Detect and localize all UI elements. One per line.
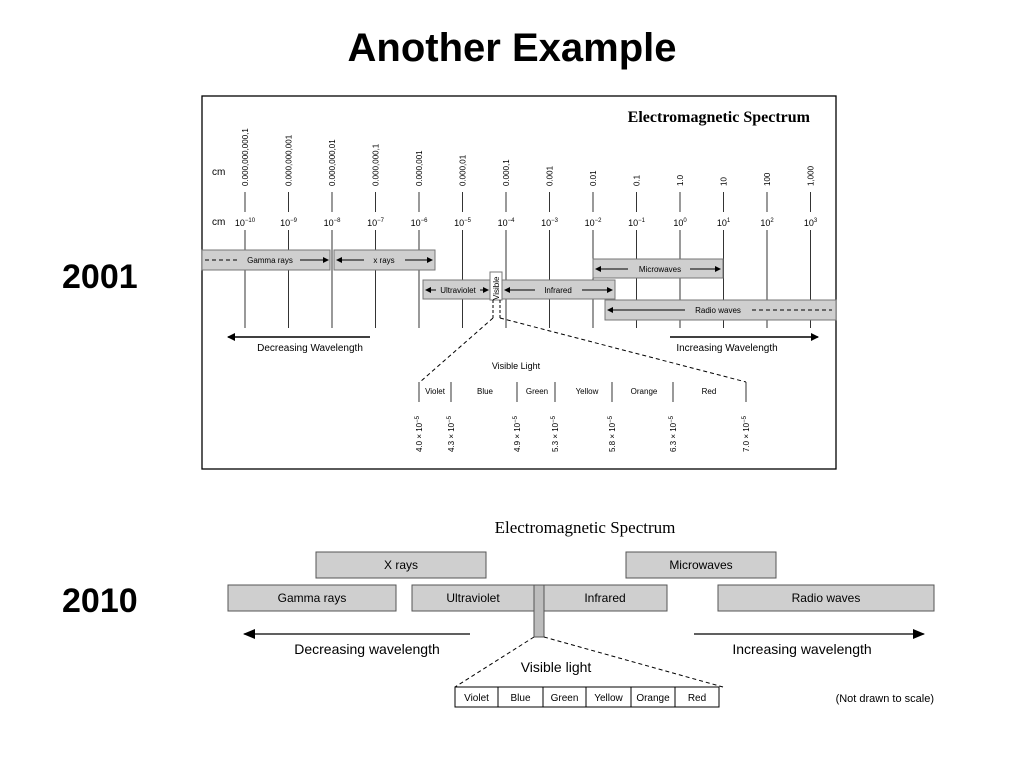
color-cell-label: Red xyxy=(688,693,706,704)
tick-decimal-label: 1.0 xyxy=(676,174,685,186)
color-band-label: Violet xyxy=(425,387,446,396)
wavelength-ticks: 0.000,000,000,1 10−10 0.000,000,001 10−9 0.0… xyxy=(235,128,818,328)
band-radio-2010 xyxy=(717,584,935,612)
tick-decimal-label: 100 xyxy=(763,172,772,186)
tick-power-label: 10−1 xyxy=(628,218,646,228)
tick-decimal-label: 0.000,01 xyxy=(459,154,468,186)
visible-zoom-line xyxy=(419,317,494,383)
visible-zoom-line-2010 xyxy=(543,636,724,688)
color-cell xyxy=(674,686,720,708)
band-gamma-2010 xyxy=(227,584,397,612)
color-cell-label: Yellow xyxy=(594,693,623,704)
tick-power-label: 101 xyxy=(717,218,731,228)
tick-decimal-label: 1,000 xyxy=(807,165,816,186)
color-boundary-value: 5.8 × 10−5 xyxy=(608,415,617,452)
band-micro-label: Microwaves xyxy=(639,265,681,274)
color-band-label: Yellow xyxy=(576,387,599,396)
slide-title: Another Example xyxy=(347,26,677,70)
visible-light-label: Visible Light xyxy=(492,361,541,371)
increasing-label: Increasing Wavelength xyxy=(676,343,777,354)
visible-zoom-line xyxy=(499,317,747,383)
band-x-rays-2010-label: X rays xyxy=(384,558,418,572)
tick-decimal-label: 0.001 xyxy=(546,165,555,186)
figure-title-2001: Electromagnetic Spectrum xyxy=(628,109,811,126)
unit-label-exponent: cm xyxy=(212,217,225,228)
tick-power-label: 10−4 xyxy=(498,218,516,228)
tick-power-label: 10−9 xyxy=(280,218,298,228)
tick-power-label: 10−5 xyxy=(454,218,472,228)
band-microwaves-2010 xyxy=(625,551,777,579)
tick-power-label: 10−7 xyxy=(367,218,385,228)
band-visible-2010 xyxy=(533,584,545,638)
color-cell-label: Blue xyxy=(510,693,530,704)
tick-power-label: 102 xyxy=(760,218,774,228)
band-xray-label: x rays xyxy=(373,256,394,265)
color-boundary-value: 4.9 × 10−5 xyxy=(513,415,522,452)
tick-power-label: 10−10 xyxy=(235,218,256,228)
tick-power-label: 10−3 xyxy=(541,218,559,228)
color-boundary-value: 6.3 × 10−5 xyxy=(669,415,678,452)
band-infrared xyxy=(501,279,616,300)
visible-zoom-line-2010 xyxy=(454,636,535,688)
color-band-label: Red xyxy=(702,387,717,396)
color-boundary-value: 4.0 × 10−5 xyxy=(415,415,424,452)
tick-decimal-label: 0.000,000,000,1 xyxy=(241,128,250,186)
color-cell-label: Orange xyxy=(636,693,670,704)
year-label-2001: 2001 xyxy=(62,258,138,296)
color-band-label: Green xyxy=(526,387,548,396)
color-boundary-value: 5.3 × 10−5 xyxy=(551,415,560,452)
tick-power-label: 10−6 xyxy=(411,218,429,228)
visible-color-table: Violet Blue Green Yellow Orange Red xyxy=(454,686,720,708)
visible-light-label-2010: Visible light xyxy=(521,659,592,675)
band-microwaves-2010-label: Microwaves xyxy=(669,558,732,572)
tick-power-label: 103 xyxy=(804,218,818,228)
band-ultraviolet-2010-label: Ultraviolet xyxy=(446,591,500,605)
figure-title-2010: Electromagnetic Spectrum xyxy=(495,518,676,537)
color-band-label: Orange xyxy=(631,387,658,396)
band-radio-2010-label: Radio waves xyxy=(792,591,861,605)
color-boundary-value: 4.3 × 10−5 xyxy=(447,415,456,452)
decreasing-label: Decreasing Wavelength xyxy=(257,343,363,354)
band-microwaves xyxy=(592,258,724,279)
unit-label-decimal: cm xyxy=(212,167,225,178)
tick-decimal-label: 10 xyxy=(720,177,729,186)
color-boundary-value: 7.0 × 10−5 xyxy=(742,415,751,452)
visible-color-bands: 4.0 × 10−5 4.3 × 10−5 4.9 × 10−5 5.3 × 10−5… xyxy=(415,382,751,452)
band-radio-waves xyxy=(604,299,837,321)
color-band-label: Blue xyxy=(477,387,494,396)
band-visible-label: Visible xyxy=(492,276,501,300)
color-cell-label: Green xyxy=(551,693,579,704)
tick-decimal-label: 0.01 xyxy=(589,170,598,186)
not-to-scale-note: (Not drawn to scale) xyxy=(836,693,934,705)
band-x-rays-2010 xyxy=(315,551,487,579)
increasing-label-2010: Increasing wavelength xyxy=(732,641,871,657)
band-gamma-2010-label: Gamma rays xyxy=(278,591,347,605)
spectrum-diagram-2010: Electromagnetic Spectrum X rays Microwav… xyxy=(227,518,935,708)
tick-decimal-label: 0.000,000,01 xyxy=(328,139,337,186)
tick-decimal-label: 0.000,001 xyxy=(415,150,424,186)
tick-power-label: 10−2 xyxy=(585,218,603,228)
band-radio-label: Radio waves xyxy=(695,306,741,315)
figure-frame-2001 xyxy=(201,95,837,470)
band-gamma-rays xyxy=(201,249,331,271)
spectrum-diagram-2001: Electromagnetic Spectrum cm cm 0.000,000… xyxy=(201,95,837,470)
tick-power-label: 10−8 xyxy=(324,218,342,228)
tick-decimal-label: 0.000,1 xyxy=(502,159,511,186)
band-infrared-2010 xyxy=(543,584,668,612)
decreasing-label-2010: Decreasing wavelength xyxy=(294,641,440,657)
year-label-2010: 2010 xyxy=(62,582,138,620)
band-infrared-2010-label: Infrared xyxy=(584,591,625,605)
color-cell-label: Violet xyxy=(464,693,489,704)
tick-decimal-label: 0.000,000,001 xyxy=(285,134,294,186)
band-gamma-label: Gamma rays xyxy=(247,256,293,265)
tick-decimal-label: 0.1 xyxy=(633,174,642,186)
tick-power-label: 100 xyxy=(673,218,687,228)
band-x-rays xyxy=(333,249,436,271)
tick-decimal-label: 0.000,000,1 xyxy=(372,143,381,186)
band-uv-label: Ultraviolet xyxy=(440,286,476,295)
band-ir-label: Infrared xyxy=(544,286,572,295)
